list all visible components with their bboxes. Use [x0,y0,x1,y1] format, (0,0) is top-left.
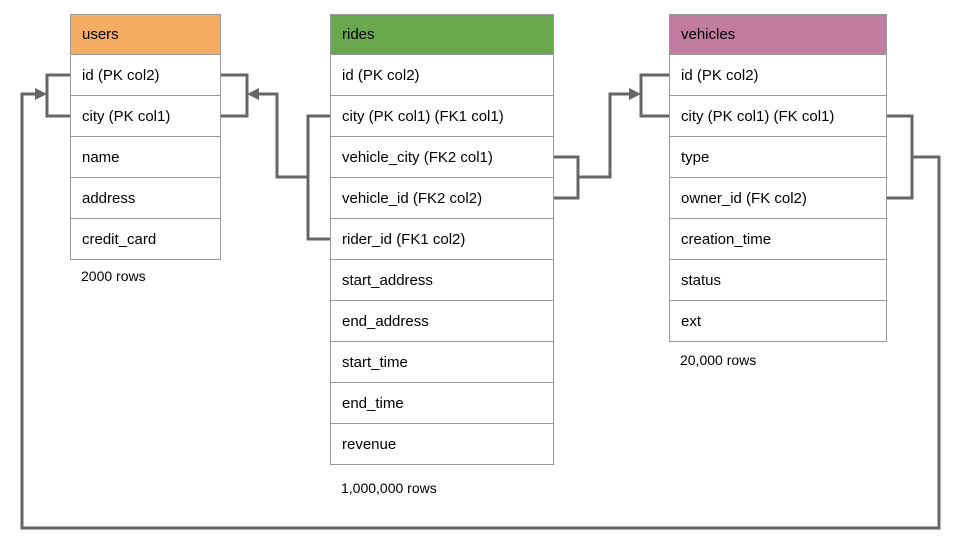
fk3-users-pk-bracket [45,73,70,118]
fk2-arrowhead-right-icon [629,88,641,100]
fk1-connector-line [251,92,308,179]
table-users-rowcount: 2000 rows [81,268,146,284]
table-vehicles-rowcount: 20,000 rows [680,352,757,368]
table-rides-column-start-address: start_address [330,260,554,301]
fk1-rides-fk-bracket [306,114,330,241]
table-users-column-id: id (PK col2) [70,55,221,96]
table-rides-rowcount: 1,000,000 rows [341,480,437,496]
table-rides: rides id (PK col2) city (PK col1) (FK1 c… [330,14,554,465]
table-rides-column-rider-id: rider_id (FK1 col2) [330,219,554,260]
fk1-arrowhead-left-icon [247,88,259,100]
fk1-users-pk-bracket [220,73,249,118]
table-rides-column-city: city (PK col1) (FK1 col1) [330,96,554,137]
table-rides-header: rides [330,14,554,55]
fk2-vehicles-pk-bracket [639,73,670,118]
table-users-column-name: name [70,137,221,178]
table-rides-column-start-time: start_time [330,342,554,383]
fk3-vehicles-fk-bracket [886,114,914,200]
fk2-connector-line [578,92,634,179]
table-vehicles-column-id: id (PK col2) [669,55,887,96]
table-rides-column-vehicle-city: vehicle_city (FK2 col1) [330,137,554,178]
table-rides-column-id: id (PK col2) [330,55,554,96]
table-users-column-city: city (PK col1) [70,96,221,137]
table-vehicles-column-creation-time: creation_time [669,219,887,260]
table-rides-column-vehicle-id: vehicle_id (FK2 col2) [330,178,554,219]
table-vehicles: vehicles id (PK col2) city (PK col1) (FK… [669,14,887,342]
table-users: users id (PK col2) city (PK col1) name a… [70,14,221,260]
table-rides-column-revenue: revenue [330,424,554,465]
table-vehicles-header: vehicles [669,14,887,55]
table-users-header: users [70,14,221,55]
table-vehicles-column-status: status [669,260,887,301]
table-users-column-address: address [70,178,221,219]
table-vehicles-column-ext: ext [669,301,887,342]
table-users-column-credit-card: credit_card [70,219,221,260]
table-rides-column-end-time: end_time [330,383,554,424]
table-vehicles-column-owner-id: owner_id (FK col2) [669,178,887,219]
table-vehicles-column-city: city (PK col1) (FK col1) [669,96,887,137]
table-rides-column-end-address: end_address [330,301,554,342]
fk2-rides-fk-bracket [553,155,580,200]
table-vehicles-column-type: type [669,137,887,178]
fk3-arrowhead-right-icon [35,88,47,100]
